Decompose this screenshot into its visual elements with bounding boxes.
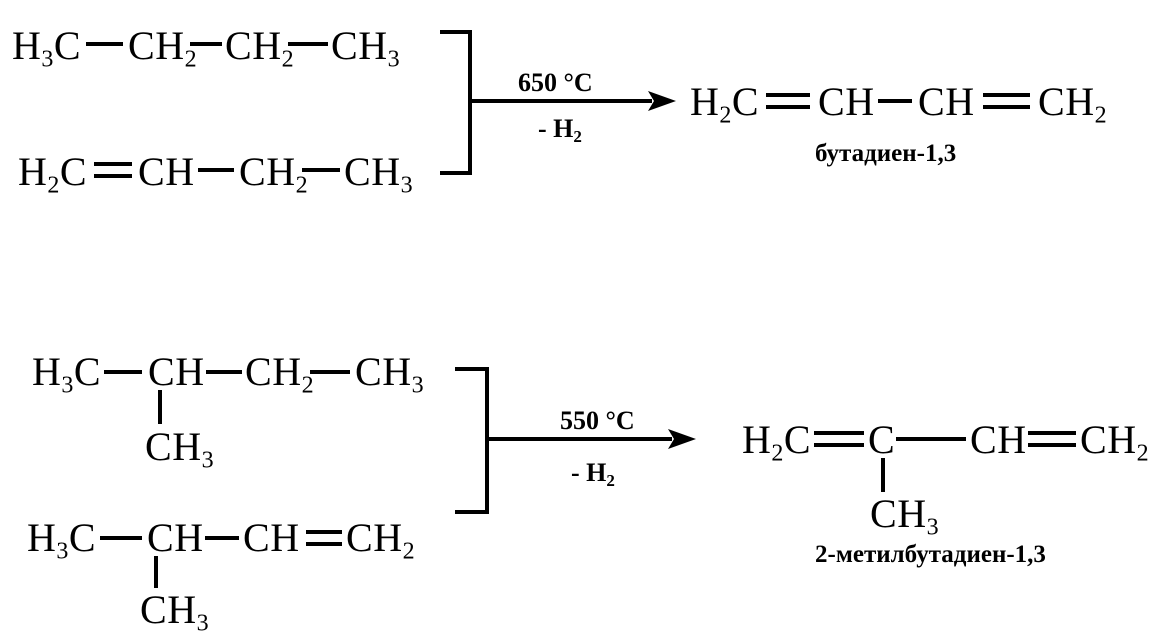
r2-reactant1-group-4: CH3 (355, 349, 425, 399)
r1-product-name: бутадиен-1,3 (815, 140, 957, 167)
r2-product-branch: CH3 (870, 491, 940, 541)
r2-product-group-1: H2C (742, 417, 812, 467)
r2-condition-elimination: - H2 (571, 458, 615, 491)
r1-reactant2-group-3: CH2 (239, 149, 309, 199)
r2-product-group-4: CH2 (1080, 417, 1150, 467)
r2-product-group-3: CH (970, 417, 1027, 462)
r2-product-name: 2-метилбутадиен-1,3 (815, 541, 1046, 568)
r1-reactant1-group-2: CH2 (128, 23, 198, 73)
r1-reactant1-group-3: CH2 (225, 23, 295, 73)
reactant-bracket (440, 30, 472, 175)
r2-reactant2-group-1: H3C (27, 515, 97, 565)
r1-product-group-3: CH (918, 79, 975, 124)
reaction-arrow-head (648, 91, 676, 111)
r2-product-group-2: C (868, 417, 896, 462)
r2-condition-temperature: 550 °C (560, 406, 635, 435)
r2-reactant2-group-3: CH (243, 515, 300, 560)
r2-reactant2-group-2: CH (147, 515, 204, 560)
r1-reactant2-group-4: CH3 (344, 149, 414, 199)
reaction-arrow-head (668, 429, 696, 449)
r1-condition-temperature: 650 °C (518, 68, 593, 97)
r2-reactant1-branch: CH3 (145, 424, 215, 474)
r1-product-group-1: H2C (690, 79, 760, 129)
reactant-bracket (455, 367, 489, 514)
r1-reactant2-group-1: H2C (18, 149, 88, 199)
r2-reactant2-branch: CH3 (140, 587, 210, 637)
r2-reactant1-group-3: CH2 (245, 349, 315, 399)
r2-reactant2-group-4: CH2 (346, 515, 416, 565)
r2-reactant1-group-1: H3C (32, 349, 102, 399)
r1-reactant2-group-2: CH (138, 149, 195, 194)
r1-reactant1-group-1: H3C (12, 23, 82, 73)
r2-reactant1-group-2: CH (148, 349, 205, 394)
r1-product-group-4: CH2 (1038, 79, 1108, 129)
r1-product-group-2: CH (818, 79, 875, 124)
r1-condition-elimination: - H2 (538, 114, 582, 147)
r1-reactant1-group-4: CH3 (331, 23, 401, 73)
